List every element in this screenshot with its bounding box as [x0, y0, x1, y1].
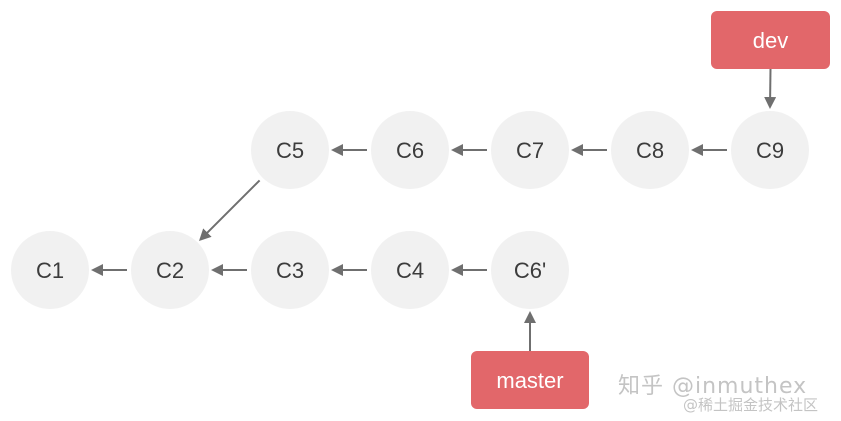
commit-label: C6 [396, 138, 424, 163]
commit-node-C2[interactable]: C2 [131, 231, 209, 309]
commit-circle [131, 231, 209, 309]
branch-name: master [496, 368, 563, 393]
commit-label: C8 [636, 138, 664, 163]
branch-box [711, 11, 830, 69]
branches-layer: dev master [471, 11, 830, 409]
commit-node-C6p[interactable]: C6' [491, 231, 569, 309]
commit-label: C3 [276, 258, 304, 283]
watermark-zhihu: 知乎 @inmuthex [618, 374, 808, 399]
commit-circle [491, 111, 569, 189]
commit-label: C1 [36, 258, 64, 283]
commit-label: C4 [396, 258, 424, 283]
edges-layer [91, 144, 727, 276]
branch-name: dev [753, 28, 788, 53]
commits-layer: C1 C2 C3 C4 C6' C5 C6 C7 C8 C9 [11, 111, 809, 309]
commit-node-C4[interactable]: C4 [371, 231, 449, 309]
commit-label: C2 [156, 258, 184, 283]
commit-label: C9 [756, 138, 784, 163]
watermark-juejin: @稀土掘金技术社区 [683, 396, 819, 414]
branch-label-dev[interactable]: dev [711, 11, 830, 109]
commit-label: C5 [276, 138, 304, 163]
commit-node-C9[interactable]: C9 [731, 111, 809, 189]
branch-label-master[interactable]: master [471, 311, 589, 409]
commit-node-C8[interactable]: C8 [611, 111, 689, 189]
commit-node-C5[interactable]: C5 [251, 111, 329, 189]
commit-circle [11, 231, 89, 309]
commit-circle [491, 231, 569, 309]
commit-circle [611, 111, 689, 189]
commit-node-C1[interactable]: C1 [11, 231, 89, 309]
commit-node-C6[interactable]: C6 [371, 111, 449, 189]
commit-circle [251, 231, 329, 309]
branch-box [471, 351, 589, 409]
commit-circle [371, 111, 449, 189]
commit-node-C3[interactable]: C3 [251, 231, 329, 309]
commit-node-C7[interactable]: C7 [491, 111, 569, 189]
commit-label: C6' [514, 258, 546, 283]
commit-circle [371, 231, 449, 309]
edge-C5-to-C2 [198, 179, 261, 242]
branch-pointer-dev [764, 68, 777, 109]
commit-circle [251, 111, 329, 189]
commit-label: C7 [516, 138, 544, 163]
commit-circle [731, 111, 809, 189]
